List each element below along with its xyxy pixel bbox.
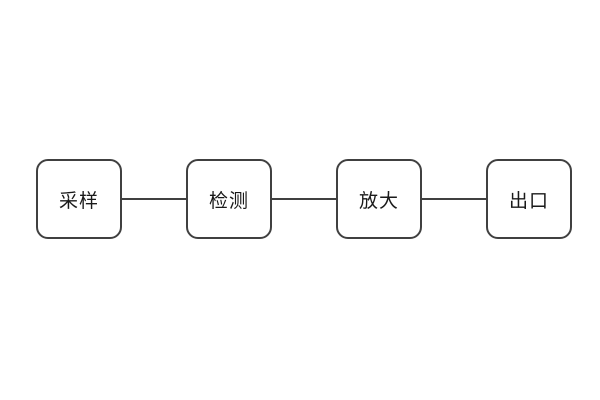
- flow-node-exit: 出口: [486, 159, 572, 239]
- connector-line: [272, 198, 336, 200]
- flow-node-label: 出口: [508, 189, 549, 212]
- connector-line: [422, 198, 486, 200]
- flow-node-sampling: 采样: [36, 159, 122, 239]
- flow-node-label: 放大: [358, 189, 399, 212]
- flowchart: 采样 检测 放大 出口: [36, 159, 572, 239]
- connector-line: [122, 198, 186, 200]
- flow-node-detection: 检测: [186, 159, 272, 239]
- flow-node-label: 采样: [58, 189, 99, 212]
- flow-node-label: 检测: [208, 189, 249, 212]
- flow-node-amplify: 放大: [336, 159, 422, 239]
